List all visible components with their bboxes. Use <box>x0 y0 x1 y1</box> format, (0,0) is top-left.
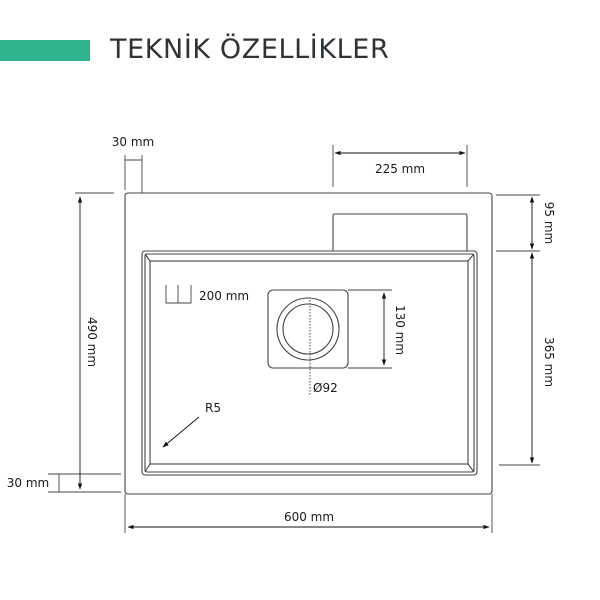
accent-bar <box>0 40 90 61</box>
page-title: TEKNİK ÖZELLİKLER <box>110 34 390 65</box>
drain-box <box>267 289 349 369</box>
drain-outer-ring <box>276 297 340 361</box>
dim-rim-left: 30 mm <box>112 135 154 149</box>
bowl-rim-outer <box>141 250 478 476</box>
dim-tap-deck-width: 225 mm <box>375 162 425 176</box>
header: TEKNİK ÖZELLİKLER <box>0 0 600 90</box>
dim-bowl-length: 365 mm <box>542 337 556 387</box>
dim-drain-diameter: Ø92 <box>313 381 338 395</box>
dim-bowl-height: 200 mm <box>199 289 249 303</box>
dim-corner-radius: R5 <box>205 401 221 415</box>
bowl-rim-inner <box>144 253 475 473</box>
sink-outline <box>124 192 493 495</box>
dim-rim-bottom: 30 mm <box>7 476 49 490</box>
tap-deck <box>332 213 468 251</box>
dim-overall-depth: 490 mm <box>85 317 99 367</box>
bowl-basin <box>149 260 469 465</box>
dim-tap-deck-depth: 95 mm <box>542 202 556 244</box>
dim-overall-width: 600 mm <box>284 510 334 524</box>
dim-drain-box: 130 mm <box>393 305 407 355</box>
drain-inner-ring <box>282 303 334 355</box>
